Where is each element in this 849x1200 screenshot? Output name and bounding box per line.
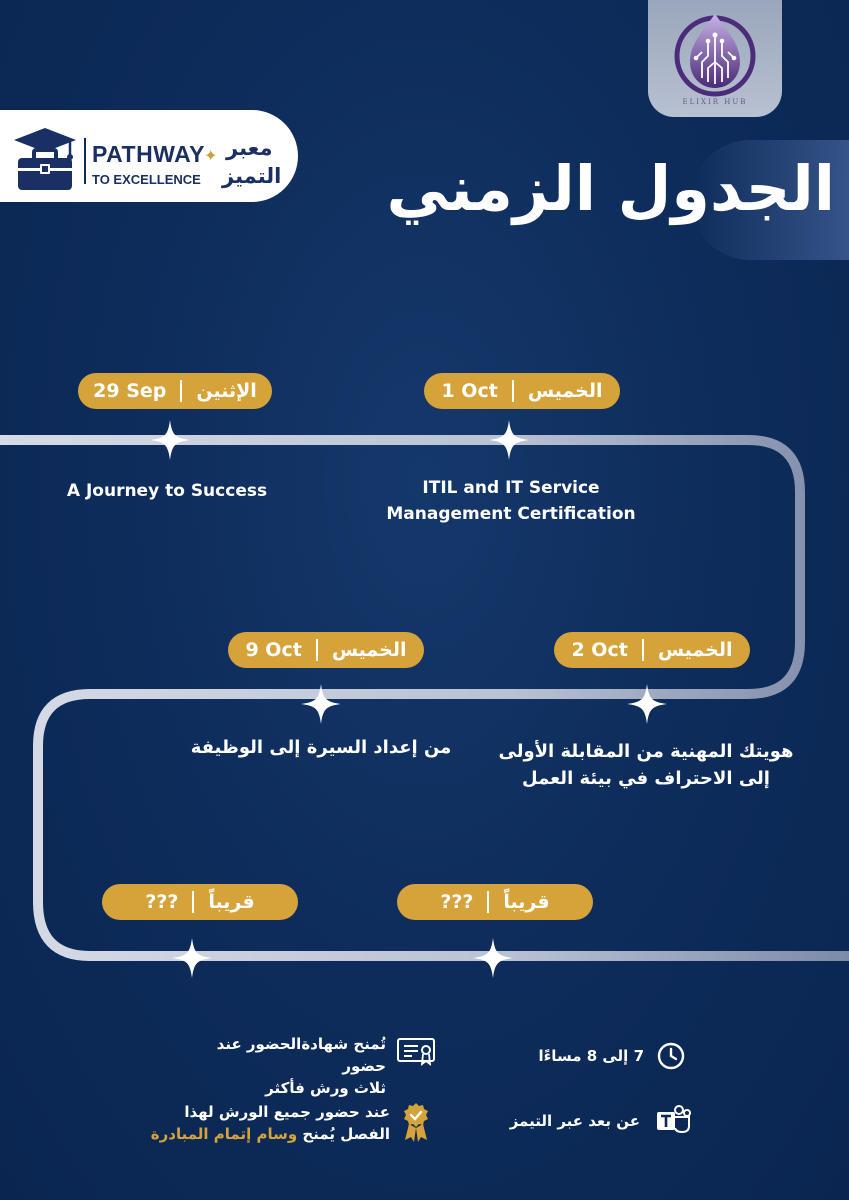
session-platform: عن بعد عبر التيمز: [509, 1112, 640, 1130]
clock-icon: [657, 1042, 685, 1070]
event-title-line: ITIL and IT Service: [422, 478, 600, 498]
badge-line1: عند حضور جميع الورش لهذا: [184, 1103, 390, 1121]
event-date: 2 Oct: [571, 639, 628, 661]
certificate-icon: [397, 1038, 435, 1066]
event-title-line: Management Certification: [386, 504, 636, 524]
event-day: الإثنين: [196, 380, 257, 402]
elixir-hub-logo: ELIXIR HUB: [648, 0, 782, 117]
graduation-briefcase-icon: [14, 128, 76, 190]
date-pill-1: 29 Sep الإثنين: [78, 373, 272, 409]
pathway-divider: [84, 138, 86, 184]
event-date: ???: [145, 891, 179, 913]
date-pill-2: 1 Oct الخميس: [424, 373, 620, 409]
event-day: قريباً: [503, 891, 550, 913]
pathway-subtitle: TO EXCELLENCE: [92, 172, 201, 187]
date-pill-5: ??? قريباً: [102, 884, 298, 920]
certificate-note: تُمنح شهادةالحضور عند حضور ثلاث ورش فأكث…: [170, 1033, 386, 1099]
pathway-logo: PATHWAY TO EXCELLENCE ✦ معبر التميز: [0, 110, 298, 202]
milestone-marker-4: [301, 684, 341, 724]
event-title-line: هويتك المهنية من المقابلة الأولى: [498, 741, 794, 762]
event-day: الخميس: [527, 380, 603, 402]
milestone-marker-6: [473, 938, 513, 978]
event-title-3: هويتك المهنية من المقابلة الأولى إلى الا…: [488, 738, 804, 792]
milestone-marker-1: [150, 420, 190, 460]
date-pill-4: 9 Oct الخميس: [228, 632, 424, 668]
badge-note: عند حضور جميع الورش لهذا الفصل يُمنح وسا…: [150, 1101, 390, 1145]
sparkle-icon: ✦: [204, 146, 218, 165]
badge-line2: الفصل يُمنح وسام إتمام المبادرة: [150, 1123, 390, 1145]
event-day: الخميس: [657, 639, 733, 661]
certificate-line2: ثلاث ورش فأكثر: [265, 1079, 386, 1097]
pathway-ar-line1: معبر: [226, 136, 273, 160]
date-pill-6: ??? قريباً: [397, 884, 593, 920]
event-day: الخميس: [331, 639, 407, 661]
event-title-line: من إعداد السيرة إلى الوظيفة: [190, 737, 452, 758]
pathway-ar-line2: التميز: [222, 164, 282, 188]
pathway-title: PATHWAY: [92, 141, 205, 167]
session-time: 7 إلى 8 مساءًا: [538, 1047, 645, 1065]
certificate-line1: تُمنح شهادةالحضور عند حضور: [216, 1035, 386, 1075]
milestone-marker-5: [172, 938, 212, 978]
event-title-1: A Journey to Success: [40, 478, 294, 504]
page-title: الجدول الزمني: [386, 152, 835, 225]
milestone-marker-2: [489, 420, 529, 460]
medal-icon: [404, 1103, 428, 1142]
teams-icon: [657, 1105, 691, 1134]
event-date: 9 Oct: [245, 639, 302, 661]
circuit-drop-icon: [674, 14, 756, 97]
badge-highlight: وسام إتمام المبادرة: [150, 1125, 298, 1143]
event-date: 1 Oct: [441, 380, 498, 402]
event-title-line: A Journey to Success: [66, 481, 268, 501]
hub-name: ELIXIR HUB: [682, 98, 748, 106]
event-title-line: إلى الاحتراف في بيئة العمل: [522, 768, 770, 789]
event-date: 29 Sep: [93, 380, 167, 402]
event-day: قريباً: [208, 891, 255, 913]
badge-line2-prefix: الفصل يُمنح: [302, 1125, 390, 1143]
date-pill-3: 2 Oct الخميس: [554, 632, 750, 668]
event-title-2: ITIL and IT Service Management Certifica…: [358, 475, 664, 527]
title-glow: [690, 140, 849, 260]
milestone-marker-3: [627, 684, 667, 724]
event-date: ???: [440, 891, 474, 913]
event-title-4: من إعداد السيرة إلى الوظيفة: [164, 734, 478, 761]
